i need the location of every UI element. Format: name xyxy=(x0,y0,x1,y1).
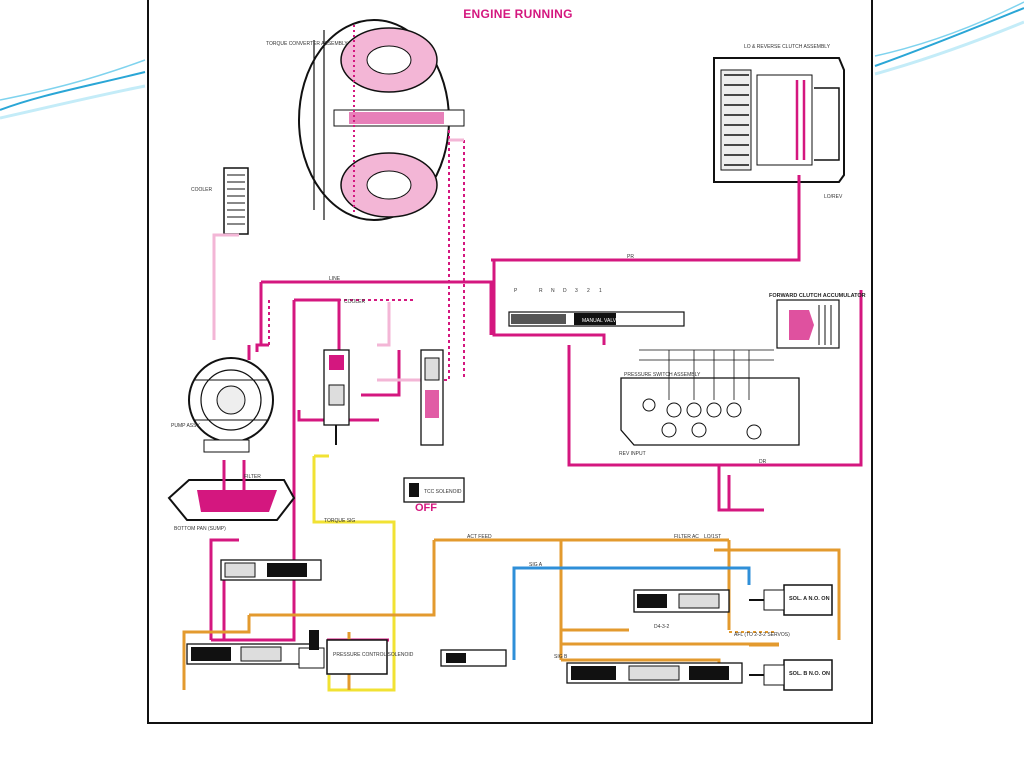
line-pressure-circuit xyxy=(209,175,863,642)
d432-label: D4-3-2 xyxy=(654,624,670,630)
sol-b-label: SOL. B N.O. ON xyxy=(789,671,830,677)
dr-label: DR xyxy=(759,459,767,465)
sol-a-label: SOL. A N.O. ON xyxy=(789,596,830,602)
pump-label: PUMP ASSY xyxy=(171,423,200,429)
decor-swoosh-right xyxy=(874,7,1024,67)
gear-letter-r: R xyxy=(539,288,543,294)
pressure-switch-assembly xyxy=(620,349,800,446)
forward-clutch-accumulator xyxy=(776,299,840,349)
forward-clutch-accumulator-label: FORWARD CLUTCH ACCUMULATOR xyxy=(769,293,866,299)
tcc-solenoid xyxy=(403,477,465,503)
decor-swoosh-right-3 xyxy=(874,20,1024,76)
bottom-pan-label: BOTTOM PAN (SUMP) xyxy=(174,526,226,532)
to-232-servos-label: AFL (TO 2-3-2 SERVOS) xyxy=(734,632,790,638)
solenoid-b xyxy=(749,659,833,691)
tcc-off-label: OFF xyxy=(415,502,437,514)
diagram-title: ENGINE RUNNING xyxy=(463,7,573,21)
pressure-switch-label: PRESSURE SWITCH ASSEMBLY xyxy=(624,372,701,378)
rev-input-label: REV INPUT xyxy=(619,451,646,457)
hydraulic-schematic: TORQUE CONVERTER ASSEMBLY LO & REVERSE C… xyxy=(167,19,866,692)
cooler-line-label: COOLER xyxy=(344,299,366,305)
lo-reverse-clutch-label: LO & REVERSE CLUTCH ASSEMBLY xyxy=(744,44,831,50)
tcc-solenoid-label: TCC SOLENOID xyxy=(424,489,462,495)
gear-selector-letters: P R N D 3 2 1 xyxy=(514,288,602,294)
lo-reverse-clutch xyxy=(713,57,845,183)
cooler xyxy=(223,167,249,235)
torque-sig-label: TORQUE SIG xyxy=(324,518,355,524)
torque-signal-circuit xyxy=(312,454,396,692)
signal-a-circuit xyxy=(512,566,751,660)
tcc-valve xyxy=(420,349,444,446)
regulator-valve xyxy=(323,349,350,445)
lo-1st-label: LO/1ST xyxy=(704,534,721,540)
lower-left-valve xyxy=(186,643,313,665)
pressure-control-solenoid-label: PRESSURE CONTROL SOLENOID xyxy=(333,652,414,658)
decor-swoosh-left xyxy=(0,71,146,111)
pump-assembly xyxy=(188,357,274,453)
filter-label: FILTER xyxy=(244,474,261,480)
gear-letter-2: 2 xyxy=(587,288,590,294)
line-pressure-dashed xyxy=(268,130,465,381)
filter-ac-label: FILTER AC xyxy=(674,534,699,540)
torque-converter-label: TORQUE CONVERTER ASSEMBLY xyxy=(266,41,348,47)
filter-and-pan xyxy=(167,460,296,521)
hydraulic-diagram-sheet: TORQUE CONVERTER ASSEMBLY LO & REVERSE C… xyxy=(147,0,873,724)
gear-letter-p: P xyxy=(514,288,518,294)
gear-letter-1: 1 xyxy=(599,288,602,294)
decor-swoosh-left-2 xyxy=(0,59,146,101)
gear-letter-3: 3 xyxy=(575,288,578,294)
solenoid-a xyxy=(749,584,833,616)
shift-valve-b xyxy=(566,662,743,684)
pressure-control-solenoid xyxy=(298,630,388,675)
slide-decoration xyxy=(0,1,1024,120)
gear-letter-d: D xyxy=(563,288,567,294)
sig-b-label: SIG B xyxy=(554,654,568,660)
act-feed-label: ACT FEED xyxy=(467,534,492,540)
small-valve-left xyxy=(440,649,507,667)
shift-valve-a xyxy=(633,589,730,613)
sig-a-label: SIG A xyxy=(529,562,543,568)
mid-left-valve xyxy=(220,559,322,581)
cooler-label: COOLER xyxy=(191,187,213,193)
manual-valve-label: MANUAL VALVE xyxy=(582,318,620,324)
torque-converter xyxy=(298,19,465,221)
decor-swoosh-left-3 xyxy=(0,84,146,120)
gear-letter-n: N xyxy=(551,288,555,294)
line-label: LINE xyxy=(329,276,341,282)
lo-rev-label: LO/REV xyxy=(824,194,843,200)
decor-swoosh-right-2 xyxy=(874,1,1024,57)
manual-valve xyxy=(508,311,685,327)
pr-label: PR xyxy=(627,254,634,260)
